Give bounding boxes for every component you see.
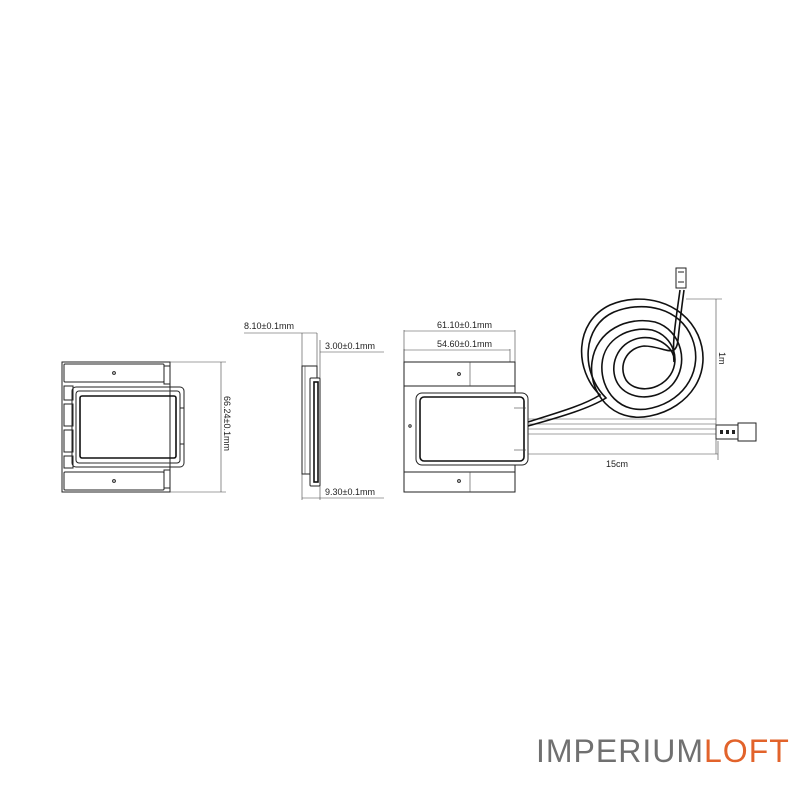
coil-connector xyxy=(675,267,687,289)
side-top-width-label: 8.10±0.1mm xyxy=(244,321,294,331)
brand-logo: IMPERIUMLOFT xyxy=(536,731,790,771)
front-height-label: 66.24±0.1mm xyxy=(222,396,232,451)
back-inner-width-label: 54.60±0.1mm xyxy=(437,339,492,349)
side-step-label: 3.00±0.1mm xyxy=(325,341,375,351)
back-view: 61.10±0.1mm 54.60±0.1mm xyxy=(403,320,529,493)
back-outer-width-label: 61.10±0.1mm xyxy=(437,320,492,330)
cable-long-label: 1m xyxy=(717,352,727,365)
side-view: 8.10±0.1mm 3.00±0.1mm 9.30±0.1mm xyxy=(244,321,384,500)
front-view: 66.24±0.1mm xyxy=(61,361,232,493)
cable: 15cm 1m xyxy=(527,267,757,469)
cable-short-label: 15cm xyxy=(606,459,628,469)
side-bottom-width-label: 9.30±0.1mm xyxy=(325,487,375,497)
brand-text-imperium: IMPERIUM xyxy=(536,733,704,769)
brand-text-loft: LOFT xyxy=(704,733,790,769)
